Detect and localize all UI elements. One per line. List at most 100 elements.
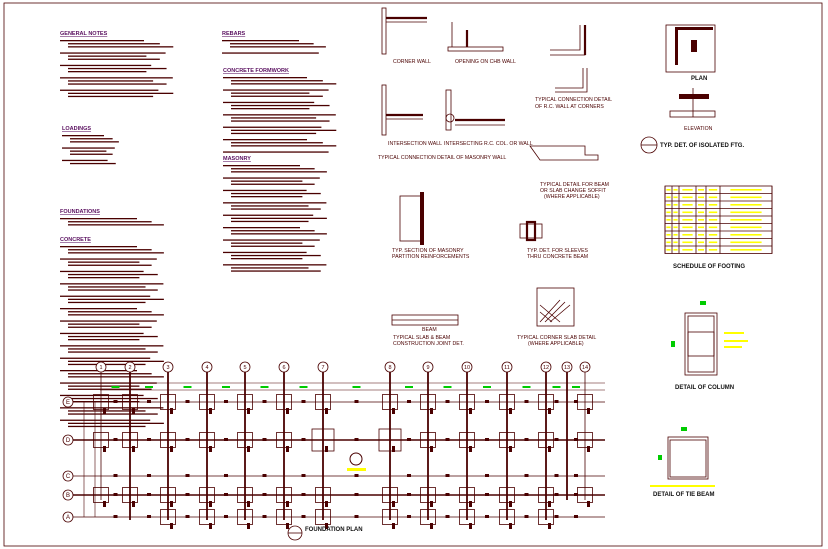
tie-mark <box>147 474 151 477</box>
footing <box>538 509 554 525</box>
table-cell <box>730 189 762 191</box>
tie-mark <box>445 438 450 441</box>
note-line <box>68 397 158 400</box>
footing <box>199 487 215 503</box>
pedestal-mark <box>325 408 328 414</box>
footing <box>199 509 215 525</box>
caption-soffit-2: OR SLAB CHANGE SOFFIT <box>540 188 607 194</box>
note-line <box>231 171 327 173</box>
note-line <box>68 273 158 276</box>
grid-label-col: 9 <box>426 365 429 371</box>
note-line <box>68 373 152 375</box>
pedestal-mark <box>286 408 289 414</box>
tie-mark <box>407 400 411 403</box>
footing <box>420 432 436 448</box>
note-line <box>68 80 154 82</box>
footing <box>499 487 515 503</box>
grid-label-col: 3 <box>166 365 169 371</box>
note-line <box>62 135 104 137</box>
caption-soffit-1: TYPICAL DETAIL FOR BEAM <box>540 182 609 188</box>
note-line <box>231 192 321 195</box>
dimension-text <box>483 386 491 388</box>
dimension-text <box>552 386 561 388</box>
heading-foundations: FOUNDATIONS <box>60 209 100 215</box>
tie-mark <box>185 400 190 403</box>
note-line <box>231 142 323 144</box>
table-cell <box>682 241 693 244</box>
tie-mark <box>224 493 228 496</box>
note-line <box>70 150 107 152</box>
pedestal-mark <box>325 523 328 529</box>
grid-bubble-col <box>422 361 434 373</box>
footing <box>499 509 515 525</box>
footing <box>315 509 331 525</box>
note-line <box>60 77 173 79</box>
note-line <box>222 52 319 54</box>
note-line <box>70 162 116 165</box>
footing <box>382 394 398 410</box>
tie-mark <box>554 493 559 496</box>
table-cell <box>730 196 762 199</box>
pedestal-mark <box>469 446 472 452</box>
tie-mark <box>485 438 489 441</box>
heading-masonry: MASONRY <box>223 156 251 162</box>
note-line <box>60 52 166 54</box>
note-line <box>60 218 137 220</box>
note-line <box>231 233 327 235</box>
grid-bubble-col <box>124 361 136 373</box>
tie-mark <box>185 493 190 496</box>
table-cell <box>673 189 678 191</box>
note-line <box>231 208 321 210</box>
dimension-text <box>352 386 361 388</box>
grid-label-col: 5 <box>243 365 246 371</box>
tie-mark <box>354 400 359 403</box>
grid-bubble-col <box>239 361 251 373</box>
note-line <box>60 308 137 310</box>
table-cell <box>682 189 693 191</box>
table-cell <box>708 189 718 191</box>
pedestal-mark <box>587 408 590 414</box>
note-line <box>68 385 140 387</box>
isolated-footing-detail: PLAN ELEVATION TYP. DET. OF ISOLATED FTG… <box>640 24 744 154</box>
tie-mark <box>262 400 267 403</box>
note-line <box>68 71 147 73</box>
footing <box>420 509 436 525</box>
table-cell <box>682 234 693 236</box>
note-line <box>60 394 144 397</box>
table-cell <box>673 196 678 199</box>
tie-mark <box>113 493 118 496</box>
grid-bubble-col <box>95 361 107 373</box>
grid-label-col: 8 <box>388 365 391 371</box>
note-line <box>231 270 321 272</box>
grid-label-col: 4 <box>205 365 208 371</box>
note-line <box>231 95 323 97</box>
table-cell <box>666 189 671 191</box>
tie-mark <box>574 438 578 441</box>
table-cell <box>682 196 693 199</box>
table-cell <box>673 211 678 214</box>
grid-label-row: E <box>66 400 70 406</box>
pedestal-mark <box>469 408 472 414</box>
footing <box>577 487 593 503</box>
tie-mark <box>262 474 267 477</box>
tie-mark <box>301 438 306 441</box>
dimension-text <box>145 386 153 388</box>
grid-bubble-col <box>278 361 290 373</box>
note-line <box>68 55 147 57</box>
pedestal-mark <box>392 408 395 414</box>
table-cell <box>666 219 671 221</box>
note-line <box>231 92 310 94</box>
footing <box>276 487 292 503</box>
table-cell <box>698 226 704 229</box>
tie-mark <box>301 474 306 477</box>
grid-label-col: 14 <box>582 365 588 371</box>
note-line <box>223 165 300 167</box>
note-line <box>68 360 164 362</box>
caption-rc-corners-2: OF R.C. WALL AT CORNERS <box>535 104 604 110</box>
footing <box>315 487 331 503</box>
note-line <box>231 120 330 122</box>
tie-mark <box>224 438 228 441</box>
caption-sleeves-1: TYP. DET. FOR SLEEVES <box>527 248 589 254</box>
note-line <box>231 132 317 135</box>
table-cell <box>730 204 762 206</box>
